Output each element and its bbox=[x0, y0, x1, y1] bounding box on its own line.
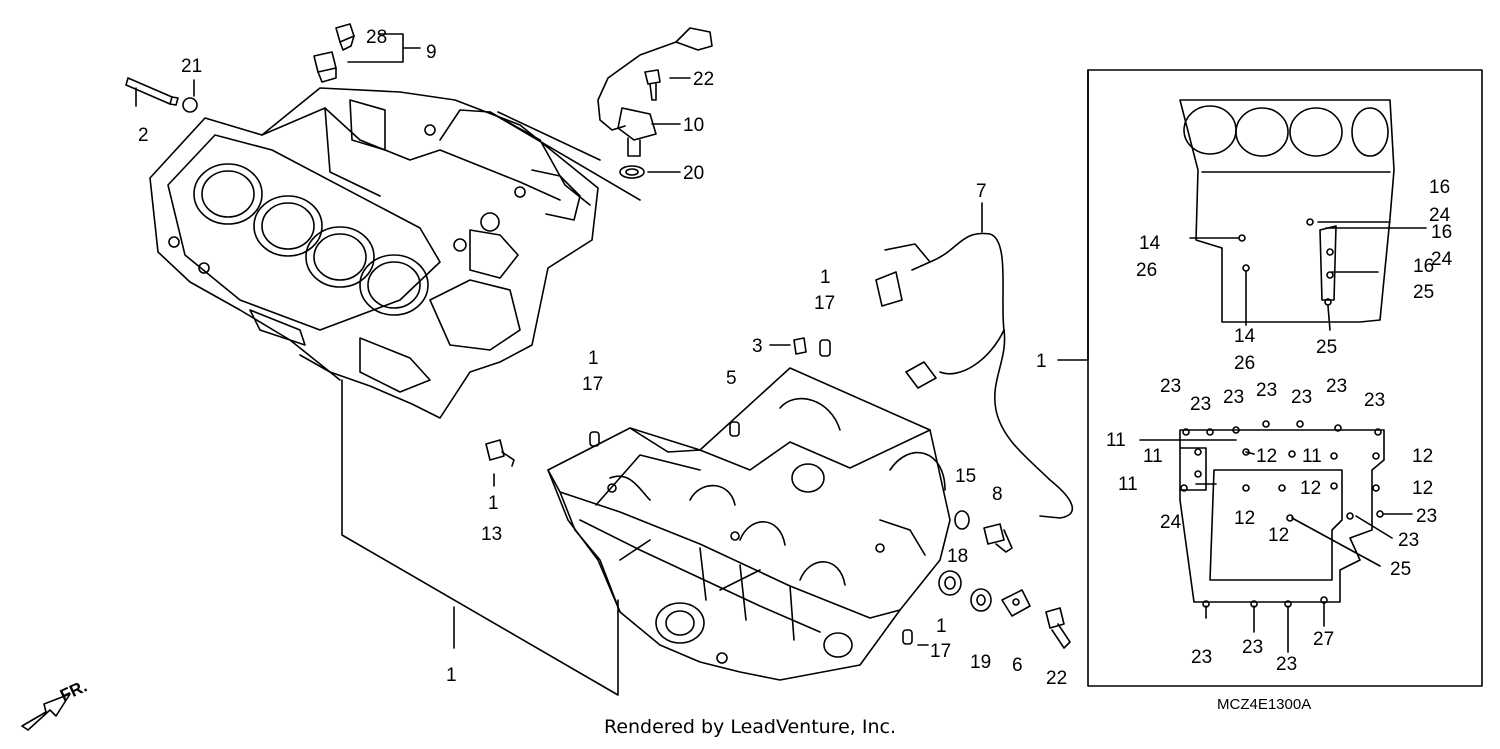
callout-24-c: 24 bbox=[1160, 512, 1182, 533]
footer-credit: Rendered by LeadVenture, Inc. bbox=[603, 716, 897, 738]
callout-25-b: 25 bbox=[1316, 337, 1337, 358]
lower-crankcase bbox=[547, 367, 951, 681]
upper-crankcase bbox=[149, 87, 599, 419]
sealing-washer bbox=[182, 97, 198, 113]
callout-17-dowel: 17 bbox=[814, 293, 835, 314]
callout-25-a: 25 bbox=[1413, 282, 1434, 303]
callout-8: 8 bbox=[992, 484, 1003, 505]
callout-18: 18 bbox=[947, 546, 968, 567]
callout-14-a: 14 bbox=[1139, 233, 1161, 254]
front-direction-arrow bbox=[21, 693, 71, 731]
callout-13: 13 bbox=[481, 524, 502, 545]
callout-12-e: 12 bbox=[1234, 508, 1255, 529]
callout-26-b: 26 bbox=[1234, 353, 1255, 374]
callout-1-left-dowel: 1 bbox=[588, 348, 599, 369]
callout-23-a: 23 bbox=[1160, 376, 1181, 397]
leader-lines bbox=[135, 33, 1483, 696]
callout-12-b: 12 bbox=[1412, 446, 1433, 467]
callout-7: 7 bbox=[976, 181, 987, 202]
callout-12-c: 12 bbox=[1300, 478, 1321, 499]
lower-case-bolt-pattern bbox=[1139, 420, 1413, 653]
callout-11-d: 11 bbox=[1302, 446, 1322, 467]
callout-6: 6 bbox=[1012, 655, 1023, 676]
callout-23-h: 23 bbox=[1416, 506, 1437, 527]
oil-bolts bbox=[313, 23, 355, 83]
callout-15: 15 bbox=[955, 466, 976, 487]
callout-23-f: 23 bbox=[1326, 376, 1347, 397]
callout-5: 5 bbox=[726, 368, 737, 389]
callout-23-c: 23 bbox=[1223, 387, 1244, 408]
oil-pressure-switch-harness bbox=[875, 232, 1074, 519]
oil-switch-and-seals bbox=[938, 510, 1071, 649]
callout-23-d: 23 bbox=[1256, 380, 1277, 401]
front-direction-label: FR. bbox=[57, 676, 90, 705]
callout-labels: 2 21 28 9 22 10 20 7 1 17 3 1 17 5 1 1 1… bbox=[138, 27, 1453, 689]
callout-11-c: 11 bbox=[1118, 474, 1138, 495]
callout-23-e: 23 bbox=[1291, 387, 1312, 408]
callout-23-j: 23 bbox=[1191, 647, 1212, 668]
callout-21: 21 bbox=[181, 56, 202, 77]
callout-1-crankcase: 1 bbox=[446, 665, 457, 686]
callout-12-a: 12 bbox=[1256, 446, 1277, 467]
callout-1-bolt: 1 bbox=[488, 493, 499, 514]
callout-16-c: 16 bbox=[1413, 256, 1434, 277]
callout-1-dowel: 1 bbox=[820, 267, 831, 288]
crank-position-sensor bbox=[597, 27, 713, 179]
callout-26-a: 26 bbox=[1136, 260, 1157, 281]
callout-19: 19 bbox=[970, 652, 991, 673]
callout-3: 3 bbox=[752, 336, 763, 357]
upper-case-bolt-pattern bbox=[1179, 99, 1427, 331]
callout-25-c: 25 bbox=[1390, 559, 1411, 580]
callout-22-bottom: 22 bbox=[1046, 668, 1067, 689]
callout-2: 2 bbox=[138, 125, 149, 146]
callout-14-b: 14 bbox=[1234, 326, 1256, 347]
callout-27: 27 bbox=[1313, 629, 1334, 650]
callout-9: 9 bbox=[426, 42, 437, 63]
callout-12-d: 12 bbox=[1412, 478, 1433, 499]
callout-22-top: 22 bbox=[693, 69, 714, 90]
callout-11-b: 11 bbox=[1143, 446, 1163, 467]
callout-12-f: 12 bbox=[1268, 525, 1289, 546]
callout-24-a: 24 bbox=[1429, 205, 1451, 226]
callout-17-lower-dowel: 17 bbox=[930, 641, 951, 662]
dowel-pins bbox=[589, 339, 913, 645]
callout-1-lower-dowel: 1 bbox=[936, 616, 947, 637]
callout-23-k: 23 bbox=[1242, 637, 1263, 658]
callout-16-b: 16 bbox=[1431, 222, 1452, 243]
callout-23-b: 23 bbox=[1190, 394, 1211, 415]
stud-bolt bbox=[125, 77, 179, 106]
callout-1-inset: 1 bbox=[1036, 351, 1047, 372]
callout-23-l: 23 bbox=[1276, 654, 1297, 675]
small-bolts bbox=[485, 337, 807, 467]
callout-16-a: 16 bbox=[1429, 177, 1450, 198]
callout-11-a: 11 bbox=[1106, 430, 1126, 451]
callout-24-b: 24 bbox=[1431, 249, 1453, 270]
callout-23-g: 23 bbox=[1364, 390, 1385, 411]
diagram-code: MCZ4E1300A bbox=[1217, 696, 1312, 713]
callout-17-left-dowel: 17 bbox=[582, 374, 603, 395]
callout-23-i: 23 bbox=[1398, 530, 1419, 551]
callout-28: 28 bbox=[366, 27, 387, 48]
callout-10: 10 bbox=[683, 115, 704, 136]
callout-20: 20 bbox=[683, 163, 704, 184]
